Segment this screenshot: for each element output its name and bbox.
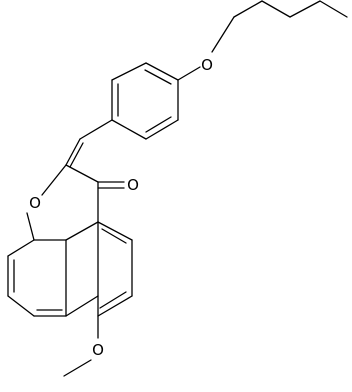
bond xyxy=(111,119,147,140)
bond xyxy=(177,66,201,81)
methoxy-group xyxy=(63,315,99,377)
bond xyxy=(144,69,172,85)
bond xyxy=(101,228,127,244)
bond xyxy=(65,295,99,317)
bond xyxy=(7,239,35,257)
pentyloxy-oxygen-label: O xyxy=(201,56,213,74)
bond xyxy=(289,0,321,18)
bond xyxy=(69,142,84,168)
benzylidene-link xyxy=(65,119,113,168)
bond xyxy=(65,221,99,241)
bond xyxy=(97,221,133,241)
bond xyxy=(145,119,179,140)
bond xyxy=(97,295,133,317)
bond xyxy=(319,0,348,18)
benzene-ring xyxy=(111,62,179,140)
bond xyxy=(261,0,291,18)
bond xyxy=(63,359,92,377)
pentyl-chain xyxy=(211,0,348,53)
bond xyxy=(79,119,113,140)
pyranone-ring xyxy=(26,164,99,241)
bond xyxy=(65,138,81,166)
bond xyxy=(26,212,35,241)
bond xyxy=(41,164,67,196)
carbonyl-group xyxy=(97,181,125,189)
bond xyxy=(145,62,179,81)
bond xyxy=(111,62,147,81)
bond xyxy=(7,295,35,317)
bond xyxy=(65,164,99,183)
bond xyxy=(233,0,263,18)
methoxy-oxygen-label: O xyxy=(92,341,104,359)
ring-oxygen-label: O xyxy=(29,194,41,212)
naphthalene-core xyxy=(7,221,133,317)
ketone-oxygen-label: O xyxy=(127,176,139,194)
bond xyxy=(211,16,235,53)
bond xyxy=(99,291,127,309)
bond xyxy=(145,116,172,133)
